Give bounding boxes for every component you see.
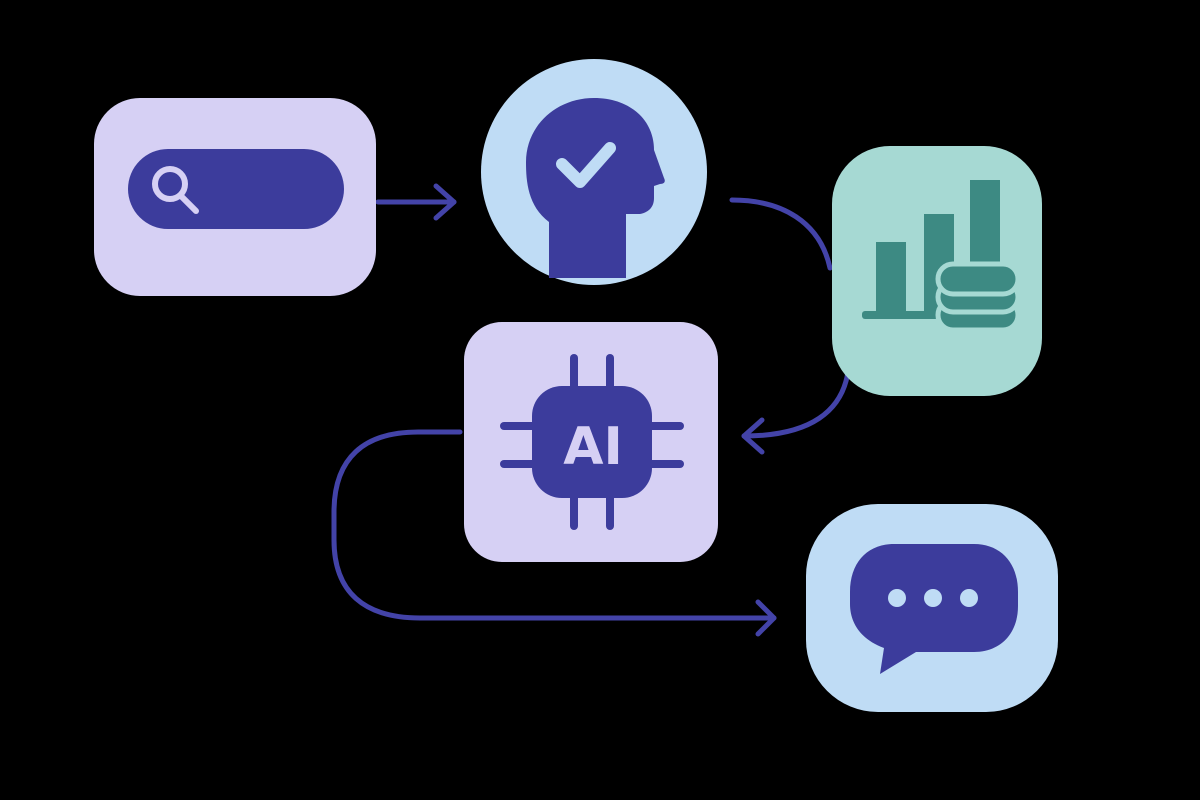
search-icon [152,166,199,214]
database-stack [935,261,1021,333]
ai-chip-icon: AI [500,354,684,530]
edge-ai-to-chat [331,429,777,637]
connectors [331,183,851,637]
data-node [832,146,1042,396]
head-check-icon [526,98,665,278]
chat-bubble-icon [850,544,1018,674]
edge-review-to-data [729,197,833,271]
ai-node: AI [464,322,718,562]
chip-body [532,386,652,498]
chat-dots [888,589,978,607]
chart-bar-1 [876,242,906,314]
edge-search-to-review [375,183,457,221]
edge-data-to-ai [741,369,851,455]
check-icon [556,142,616,188]
chart-bar-3 [970,180,1000,270]
ai-chip-label: AI [563,417,623,477]
chart-database-icon [862,180,1021,333]
search-bar [128,149,344,229]
search-node [94,98,376,296]
chat-node [806,504,1058,712]
chart-baseline [862,311,946,319]
human-review-node [481,59,707,285]
